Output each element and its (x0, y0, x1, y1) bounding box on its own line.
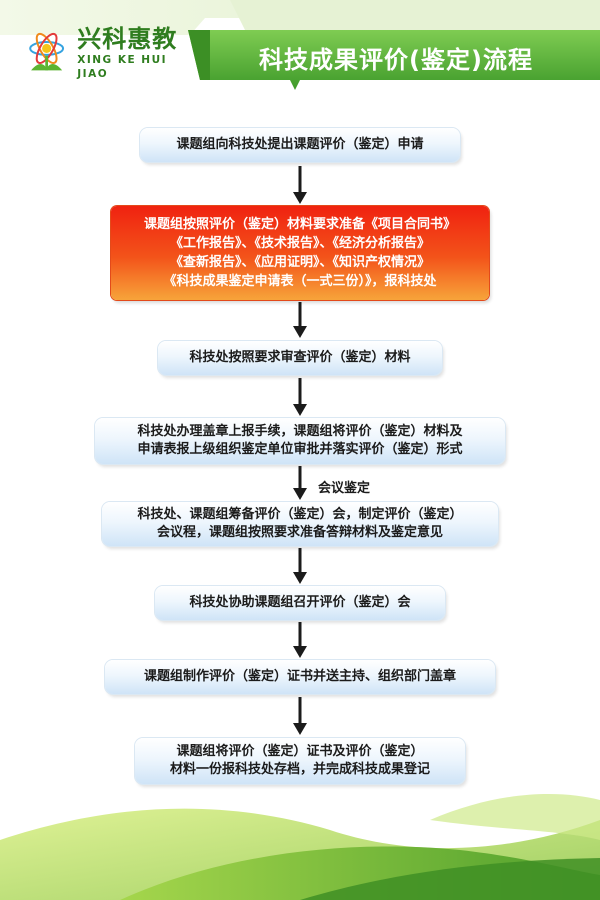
step-text-line: 材料一份报科技处存档，并完成科技成果登记 (169, 762, 430, 777)
flow-arrow (293, 697, 307, 735)
logo: 兴科惠教 XING KE HUI JIAO (22, 24, 192, 82)
step-text-line: 科技处办理盖章上报手续，课题组将评价（鉴定）材料及 (137, 424, 463, 439)
flow-arrow (293, 548, 307, 584)
step-text-line: 《查新报告》、《应用证明》、《知识产权情况》 (169, 255, 430, 270)
step-6-hold-meeting: 科技处协助课题组召开评价（鉴定）会 (155, 586, 445, 620)
page-title: 科技成果评价(鉴定)流程 (259, 45, 533, 74)
step-text-line: 《工作报告》、《技术报告》、《经济分析报告》 (169, 236, 430, 251)
step-7-make-certificate: 课题组制作评价（鉴定）证书并送主持、组织部门盖章 (105, 660, 495, 694)
flow-arrow (293, 466, 307, 500)
step-5-prepare-meeting: 科技处、课题组筹备评价（鉴定）会，制定评价（鉴定） 会议程，课题组按照要求准备答… (102, 502, 498, 546)
step-text-line: 课题组按照评价（鉴定）材料要求准备《项目合同书》 (143, 217, 456, 232)
step-text-line: 科技处按照要求审查评价（鉴定）材料 (189, 350, 411, 365)
step-2-prepare-materials: 课题组按照评价（鉴定）材料要求准备《项目合同书》 《工作报告》、《技术报告》、《… (111, 206, 489, 300)
step-8-archive-and-register: 课题组将评价（鉴定）证书及评价（鉴定） 材料一份报科技处存档，并完成科技成果登记 (135, 738, 465, 784)
atom-flower-icon (29, 32, 65, 71)
step-3-review-materials: 科技处按照要求审查评价（鉴定）材料 (158, 341, 442, 375)
logo-chinese-name: 兴科惠教 (77, 25, 178, 53)
step-text-line: 科技处、课题组筹备评价（鉴定）会，制定评价（鉴定） (137, 507, 463, 522)
step-text-line: 课题组向科技处提出课题评价（鉴定）申请 (176, 137, 424, 152)
step-text-line: 《科技成果鉴定申请表（一式三份）》，报科技处 (163, 274, 437, 289)
step-4-stamp-and-report: 科技处办理盖章上报手续，课题组将评价（鉴定）材料及 申请表报上级组织鉴定单位审批… (95, 418, 505, 464)
flow-arrow (293, 622, 307, 658)
logo-english-name: XING KE HUI JIAO (77, 54, 168, 80)
step-text-line: 会议程，课题组按照要求准备答辩材料及鉴定意见 (156, 525, 443, 540)
step-text-line: 申请表报上级组织鉴定单位审批并落实评价（鉴定）形式 (137, 442, 463, 457)
step-1-submit-application: 课题组向科技处提出课题评价（鉴定）申请 (140, 128, 460, 162)
step-text-line: 课题组将评价（鉴定）证书及评价（鉴定） (176, 744, 424, 759)
step-text-line: 科技处协助课题组召开评价（鉴定）会 (189, 595, 411, 610)
flow-arrow (293, 378, 307, 416)
step-text-line: 课题组制作评价（鉴定）证书并送主持、组织部门盖章 (143, 669, 456, 684)
flow-arrow (293, 302, 307, 338)
arrow-label-meeting-appraisal: 会议鉴定 (318, 481, 371, 496)
flow-arrow (293, 166, 307, 204)
